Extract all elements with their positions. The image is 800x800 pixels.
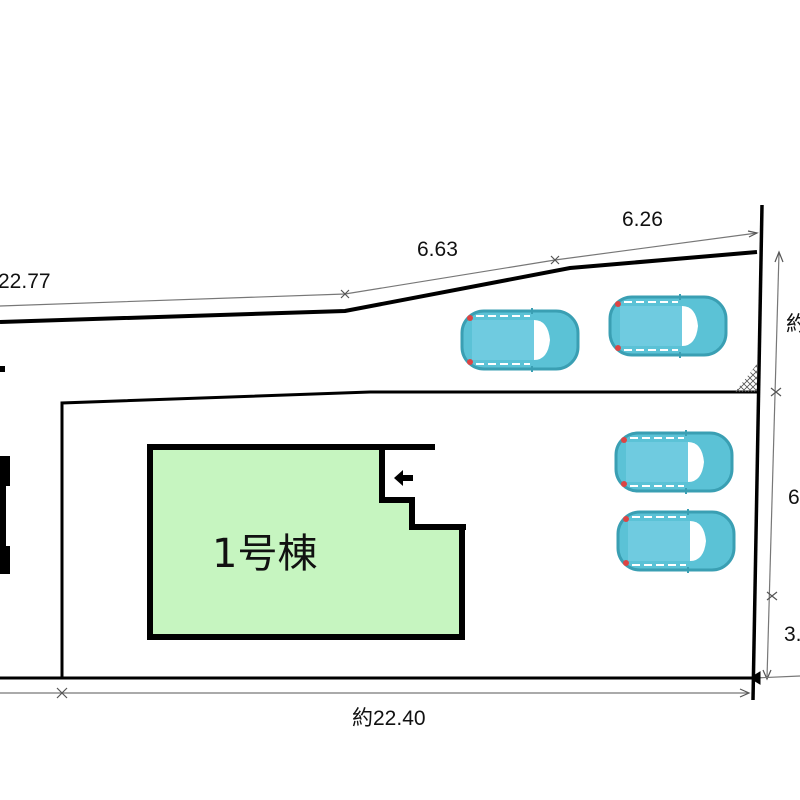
building-label: 1号棟: [212, 531, 317, 577]
dim-top-right: 6.26: [622, 208, 663, 231]
parking-car-2: [608, 292, 728, 360]
entrance-arrow-icon: [394, 470, 413, 486]
dim-right-mid: 6: [788, 486, 800, 509]
dimension-lines: [0, 230, 800, 699]
right-boundary: [751, 204, 764, 701]
dim-bottom: 約22.40: [352, 707, 426, 730]
parking-car-3: [614, 428, 734, 496]
dim-right-top: 約: [786, 313, 800, 336]
parking-car-1: [460, 306, 580, 374]
parking-car-4: [616, 507, 736, 575]
hatched-corner: [735, 364, 757, 392]
right-dimension-line: [766, 252, 780, 679]
top-dimension-line: [0, 232, 758, 307]
building-1[interactable]: 1号棟: [147, 444, 466, 640]
inner-lot-line: [60, 390, 757, 678]
dim-top-mid: 6.63: [417, 238, 458, 261]
dim-top-left: 22.77: [0, 270, 51, 293]
lot-boundaries: [0, 204, 764, 701]
neighbor-building-edge: [0, 366, 10, 574]
building-footprint: [147, 444, 465, 640]
road-edge-line: [0, 250, 758, 324]
dim-right-bottom: 3.: [784, 623, 800, 646]
